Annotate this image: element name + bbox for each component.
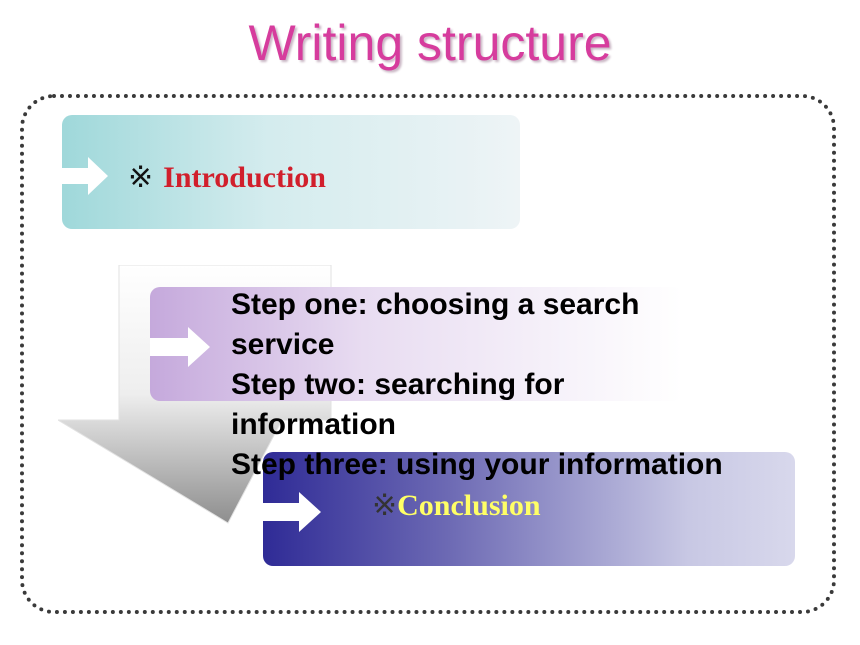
slide-title: Writing structure (248, 15, 612, 71)
step-three: Step three: using your information (231, 448, 723, 481)
conclusion-label: Conclusion (397, 489, 541, 522)
dotted-frame (20, 94, 836, 614)
step-two: Step two: searching for information (231, 368, 565, 441)
conclusion-heading: ※Conclusion (372, 488, 541, 523)
steps-box (150, 287, 683, 401)
introduction-heading: ※ Introduction (128, 160, 326, 195)
introduction-label: Introduction (163, 161, 326, 194)
right-arrow-icon (150, 327, 210, 367)
reference-mark: ※ (372, 489, 398, 522)
conclusion-box (263, 452, 795, 566)
reference-mark: ※ (128, 161, 154, 194)
step-one: Step one: choosing a search service (231, 288, 640, 361)
steps-list: Step one: choosing a search service Step… (231, 285, 731, 485)
introduction-box (62, 115, 520, 229)
right-arrow-icon (263, 492, 321, 532)
right-arrow-icon (62, 157, 108, 195)
